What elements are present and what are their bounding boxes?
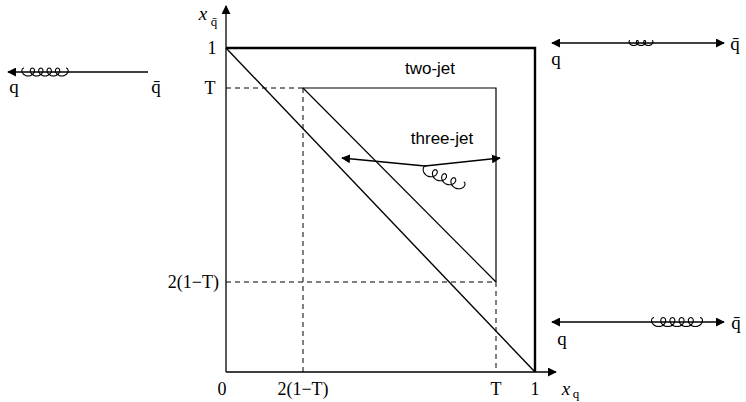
particle-label: q̄ [150, 77, 162, 96]
gluon-coil [423, 166, 465, 189]
guide-lines [226, 88, 496, 372]
gluon-path [629, 41, 653, 46]
antiquark-arrow [425, 158, 500, 166]
gluon-coil [652, 318, 703, 327]
x-axis [226, 371, 556, 372]
tick-label: 2(1−T) [276, 380, 329, 398]
particle-label: q̄ [729, 34, 741, 53]
gluon-path [22, 68, 68, 76]
gluon-coil [22, 68, 68, 76]
tick-label: 2(1−T) [167, 273, 220, 291]
quark-arrow [342, 158, 425, 166]
axis-label: x [198, 4, 208, 23]
gluon-coil [629, 41, 653, 46]
region-label: two-jet [404, 60, 456, 77]
diagonal-boundary [226, 48, 535, 372]
tick-label: T [490, 380, 503, 398]
particle-label: q [8, 77, 20, 96]
tick-label: 0 [217, 380, 228, 398]
axis-label: x [561, 379, 571, 398]
tick-label: 1 [530, 380, 541, 398]
quark-arrow [552, 321, 640, 322]
quark-arrow [552, 42, 640, 43]
y-axis [225, 6, 226, 372]
region-label: three-jet [410, 130, 474, 147]
phase-space-boundary [226, 48, 535, 372]
particle-label: q [550, 49, 562, 68]
jet-cut-line [303, 88, 496, 282]
axis-subscript: q̄ [210, 15, 219, 28]
antiquark-arrow [640, 321, 724, 322]
two-jet-box [303, 88, 496, 282]
particle-label: q [556, 329, 568, 348]
antiquark-line [90, 71, 148, 72]
particle-label: q̄ [730, 313, 742, 332]
tick-label: T [204, 79, 217, 97]
gluon-path [652, 318, 703, 327]
quark-arrow [8, 71, 90, 72]
gluon-path [423, 166, 465, 189]
axis-subscript: q [572, 387, 581, 400]
tick-label: 1 [207, 39, 218, 57]
